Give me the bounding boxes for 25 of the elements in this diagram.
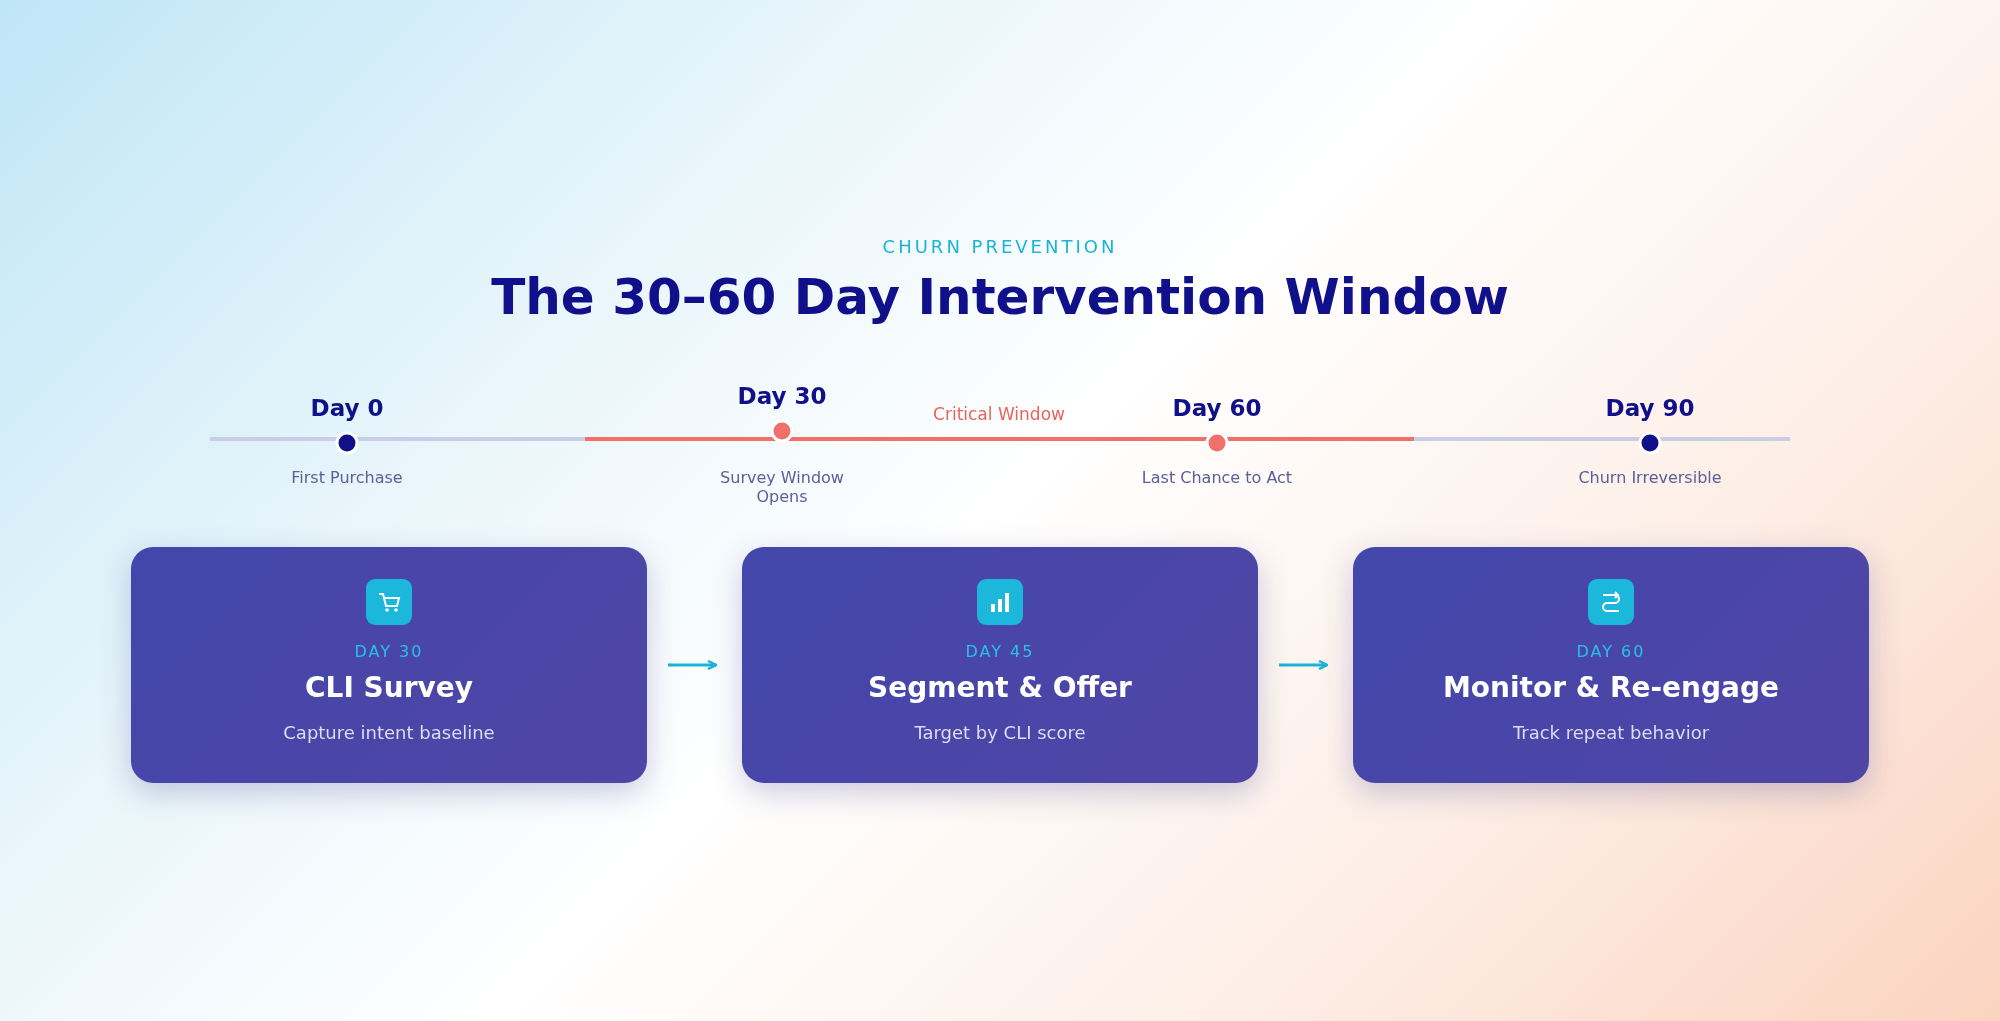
milestone-label: Churn Irreversible bbox=[1577, 468, 1723, 487]
card-description: Capture intent baseline bbox=[282, 722, 496, 743]
step-day-label: DAY 60 bbox=[1575, 642, 1647, 661]
process-card bbox=[131, 547, 647, 783]
card-title: Segment & Offer bbox=[867, 671, 1133, 704]
step-day-label: DAY 30 bbox=[353, 642, 425, 661]
day-label: Day 0 bbox=[310, 395, 384, 421]
window-label: Critical Window bbox=[933, 404, 1065, 424]
title: The 30–60 Day Intervention Window bbox=[490, 268, 1510, 326]
card-title: Monitor & Re-engage bbox=[1441, 671, 1780, 704]
day-label: Day 60 bbox=[1172, 395, 1262, 421]
process-card bbox=[1353, 547, 1869, 783]
day-label: Day 30 bbox=[737, 383, 827, 409]
card-title: CLI Survey bbox=[304, 671, 474, 704]
process-card bbox=[742, 547, 1258, 783]
arrow bbox=[668, 659, 718, 671]
card-description: Track repeat behavior bbox=[1511, 722, 1711, 743]
milestone-label: First Purchase bbox=[290, 468, 404, 487]
milestone-label: Last Chance to Act bbox=[1140, 468, 1294, 487]
arrow bbox=[1279, 659, 1329, 671]
eyebrow-heading: CHURN PREVENTION bbox=[881, 236, 1119, 257]
milestone-label: Survey Window Opens bbox=[719, 468, 845, 506]
step-day-label: DAY 45 bbox=[964, 642, 1036, 661]
day-label: Day 90 bbox=[1605, 395, 1695, 421]
card-description: Target by CLI score bbox=[913, 722, 1087, 743]
